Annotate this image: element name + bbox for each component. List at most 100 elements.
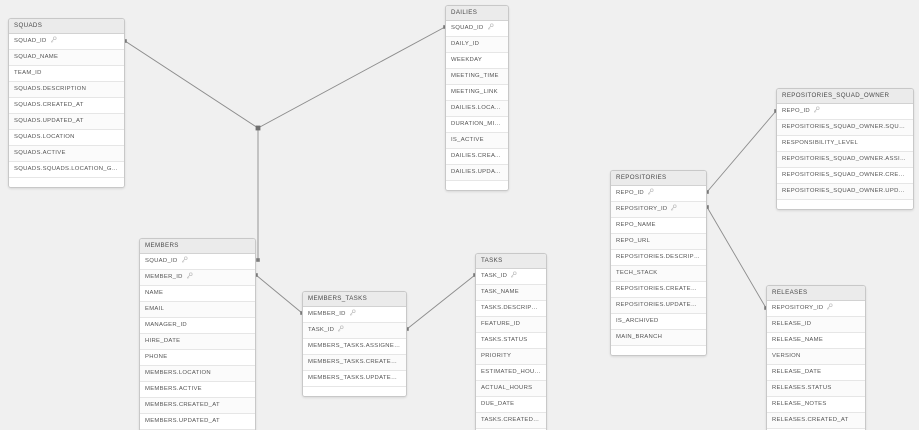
field-row[interactable]: MAIN_BRANCH xyxy=(611,330,706,346)
field-row[interactable]: SQUADS.CREATED_AT xyxy=(9,98,124,114)
field-row[interactable]: VERSION xyxy=(767,349,865,365)
field-label: ACTUAL_HOURS xyxy=(481,385,533,391)
field-row[interactable]: TASKS.STATUS xyxy=(476,333,546,349)
field-row[interactable]: REPOSITORY_ID xyxy=(767,301,865,317)
field-label: REPOSITORIES_SQUAD_OWNER.UPDATED_AT xyxy=(782,188,913,194)
field-row[interactable]: MEMBERS.LOCATION xyxy=(140,366,255,382)
field-row[interactable]: REPOSITORIES_SQUAD_OWNER.ASSIGNED_DATE xyxy=(777,152,913,168)
field-row[interactable]: DURATION_MINUTES xyxy=(446,117,508,133)
field-row[interactable]: MEMBERS.ACTIVE xyxy=(140,382,255,398)
field-row[interactable]: REPOSITORIES.CREATED_AT xyxy=(611,282,706,298)
field-label: REPO_ID xyxy=(616,190,644,196)
field-row[interactable]: RELEASES.CREATED_AT xyxy=(767,413,865,429)
field-row[interactable]: REPO_NAME xyxy=(611,218,706,234)
field-label: ESTIMATED_HOURS xyxy=(481,369,544,375)
field-row[interactable]: HIRE_DATE xyxy=(140,334,255,350)
field-row[interactable]: DAILIES.UPDATED_AT xyxy=(446,165,508,181)
field-row[interactable]: MEMBER_ID xyxy=(303,307,406,323)
entity-title-releases: RELEASES xyxy=(767,286,865,301)
field-row[interactable]: SQUADS.DESCRIPTION xyxy=(9,82,124,98)
field-row[interactable]: RELEASES.STATUS xyxy=(767,381,865,397)
field-row[interactable]: REPO_URL xyxy=(611,234,706,250)
field-row[interactable]: ACTUAL_HOURS xyxy=(476,381,546,397)
edge-junction-dailies xyxy=(257,26,446,129)
field-row[interactable]: ESTIMATED_HOURS xyxy=(476,365,546,381)
field-list-repositories_squad_owner: REPO_ID REPOSITORIES_SQUAD_OWNER.SQUAD_ID… xyxy=(777,104,913,200)
field-row[interactable]: WEEKDAY xyxy=(446,53,508,69)
field-row[interactable]: MEMBERS.UPDATED_AT xyxy=(140,414,255,430)
field-row[interactable]: DAILIES.CREATED_AT xyxy=(446,149,508,165)
field-row[interactable]: REPO_ID xyxy=(611,186,706,202)
field-row[interactable]: REPOSITORIES.DESCRIPTION xyxy=(611,250,706,266)
field-label: DAILIES.CREATED_AT xyxy=(451,153,508,159)
field-row[interactable]: MEMBERS_TASKS.UPDATED_AT xyxy=(303,371,406,387)
field-label: MEMBERS_TASKS.UPDATED_AT xyxy=(308,375,406,381)
field-row[interactable]: TASK_NAME xyxy=(476,285,546,301)
field-row[interactable]: SQUAD_ID xyxy=(140,254,255,270)
field-row[interactable]: TECH_STACK xyxy=(611,266,706,282)
field-row[interactable]: MEMBERS.CREATED_AT xyxy=(140,398,255,414)
field-row[interactable]: REPO_ID xyxy=(777,104,913,120)
field-row[interactable]: REPOSITORY_ID xyxy=(611,202,706,218)
field-row[interactable]: MEMBERS_TASKS.CREATED_AT xyxy=(303,355,406,371)
field-row[interactable]: TASK_ID xyxy=(303,323,406,339)
entity-title-members: MEMBERS xyxy=(140,239,255,254)
field-row[interactable]: REPOSITORIES.UPDATED_AT xyxy=(611,298,706,314)
field-row[interactable]: MEMBERS_TASKS.ASSIGNED_DATE xyxy=(303,339,406,355)
field-row[interactable]: RELEASE_NOTES xyxy=(767,397,865,413)
field-row[interactable]: RELEASE_ID xyxy=(767,317,865,333)
field-row[interactable]: MEETING_TIME xyxy=(446,69,508,85)
field-label: MEMBERS_TASKS.CREATED_AT xyxy=(308,359,406,365)
field-row[interactable]: SQUAD_ID xyxy=(446,21,508,37)
field-row[interactable]: DAILIES.LOCATION xyxy=(446,101,508,117)
field-label: SQUADS.LOCATION xyxy=(14,134,75,140)
field-row[interactable]: RELEASE_NAME xyxy=(767,333,865,349)
entity-footer xyxy=(446,181,508,190)
field-row[interactable]: TASKS.DESCRIPTION xyxy=(476,301,546,317)
field-label: REPO_ID xyxy=(782,108,810,114)
field-row[interactable]: SQUADS.SQUADS.LOCATION_GeoInfo xyxy=(9,162,124,178)
entity-title-tasks: TASKS xyxy=(476,254,546,269)
field-row[interactable]: IS_ARCHIVED xyxy=(611,314,706,330)
field-row[interactable]: MEMBER_ID xyxy=(140,270,255,286)
key-icon xyxy=(337,324,344,332)
key-icon xyxy=(181,255,188,263)
field-row[interactable]: TASK_ID xyxy=(476,269,546,285)
field-row[interactable]: RESPONSIBILITY_LEVEL xyxy=(777,136,913,152)
field-row[interactable]: REPOSITORIES_SQUAD_OWNER.SQUAD_ID xyxy=(777,120,913,136)
field-row[interactable]: NAME xyxy=(140,286,255,302)
field-row[interactable]: TASKS.CREATED_AT xyxy=(476,413,546,429)
field-row[interactable]: MANAGER_ID xyxy=(140,318,255,334)
field-row[interactable]: SQUADS.ACTIVE xyxy=(9,146,124,162)
field-row[interactable]: RELEASE_DATE xyxy=(767,365,865,381)
field-row[interactable]: SQUAD_ID xyxy=(9,34,124,50)
field-row[interactable]: SQUADS.UPDATED_AT xyxy=(9,114,124,130)
field-row[interactable]: FEATURE_ID xyxy=(476,317,546,333)
field-label: REPOSITORIES_SQUAD_OWNER.SQUAD_ID xyxy=(782,124,913,130)
field-row[interactable]: TEAM_ID xyxy=(9,66,124,82)
field-row[interactable]: DUE_DATE xyxy=(476,397,546,413)
field-row[interactable]: EMAIL xyxy=(140,302,255,318)
field-label: RELEASE_ID xyxy=(772,321,812,327)
field-label: REPOSITORIES.CREATED_AT xyxy=(616,286,706,292)
field-row[interactable]: REPOSITORIES_SQUAD_OWNER.UPDATED_AT xyxy=(777,184,913,200)
field-row[interactable]: DAILY_ID xyxy=(446,37,508,53)
field-row[interactable]: IS_ACTIVE xyxy=(446,133,508,149)
field-row[interactable]: MEETING_LINK xyxy=(446,85,508,101)
junction-node[interactable] xyxy=(255,125,261,131)
field-row[interactable]: PHONE xyxy=(140,350,255,366)
field-row[interactable]: SQUAD_NAME xyxy=(9,50,124,66)
field-row[interactable]: SQUADS.LOCATION xyxy=(9,130,124,146)
field-row[interactable]: PRIORITY xyxy=(476,349,546,365)
field-row[interactable]: REPOSITORIES_SQUAD_OWNER.CREATED_AT xyxy=(777,168,913,184)
